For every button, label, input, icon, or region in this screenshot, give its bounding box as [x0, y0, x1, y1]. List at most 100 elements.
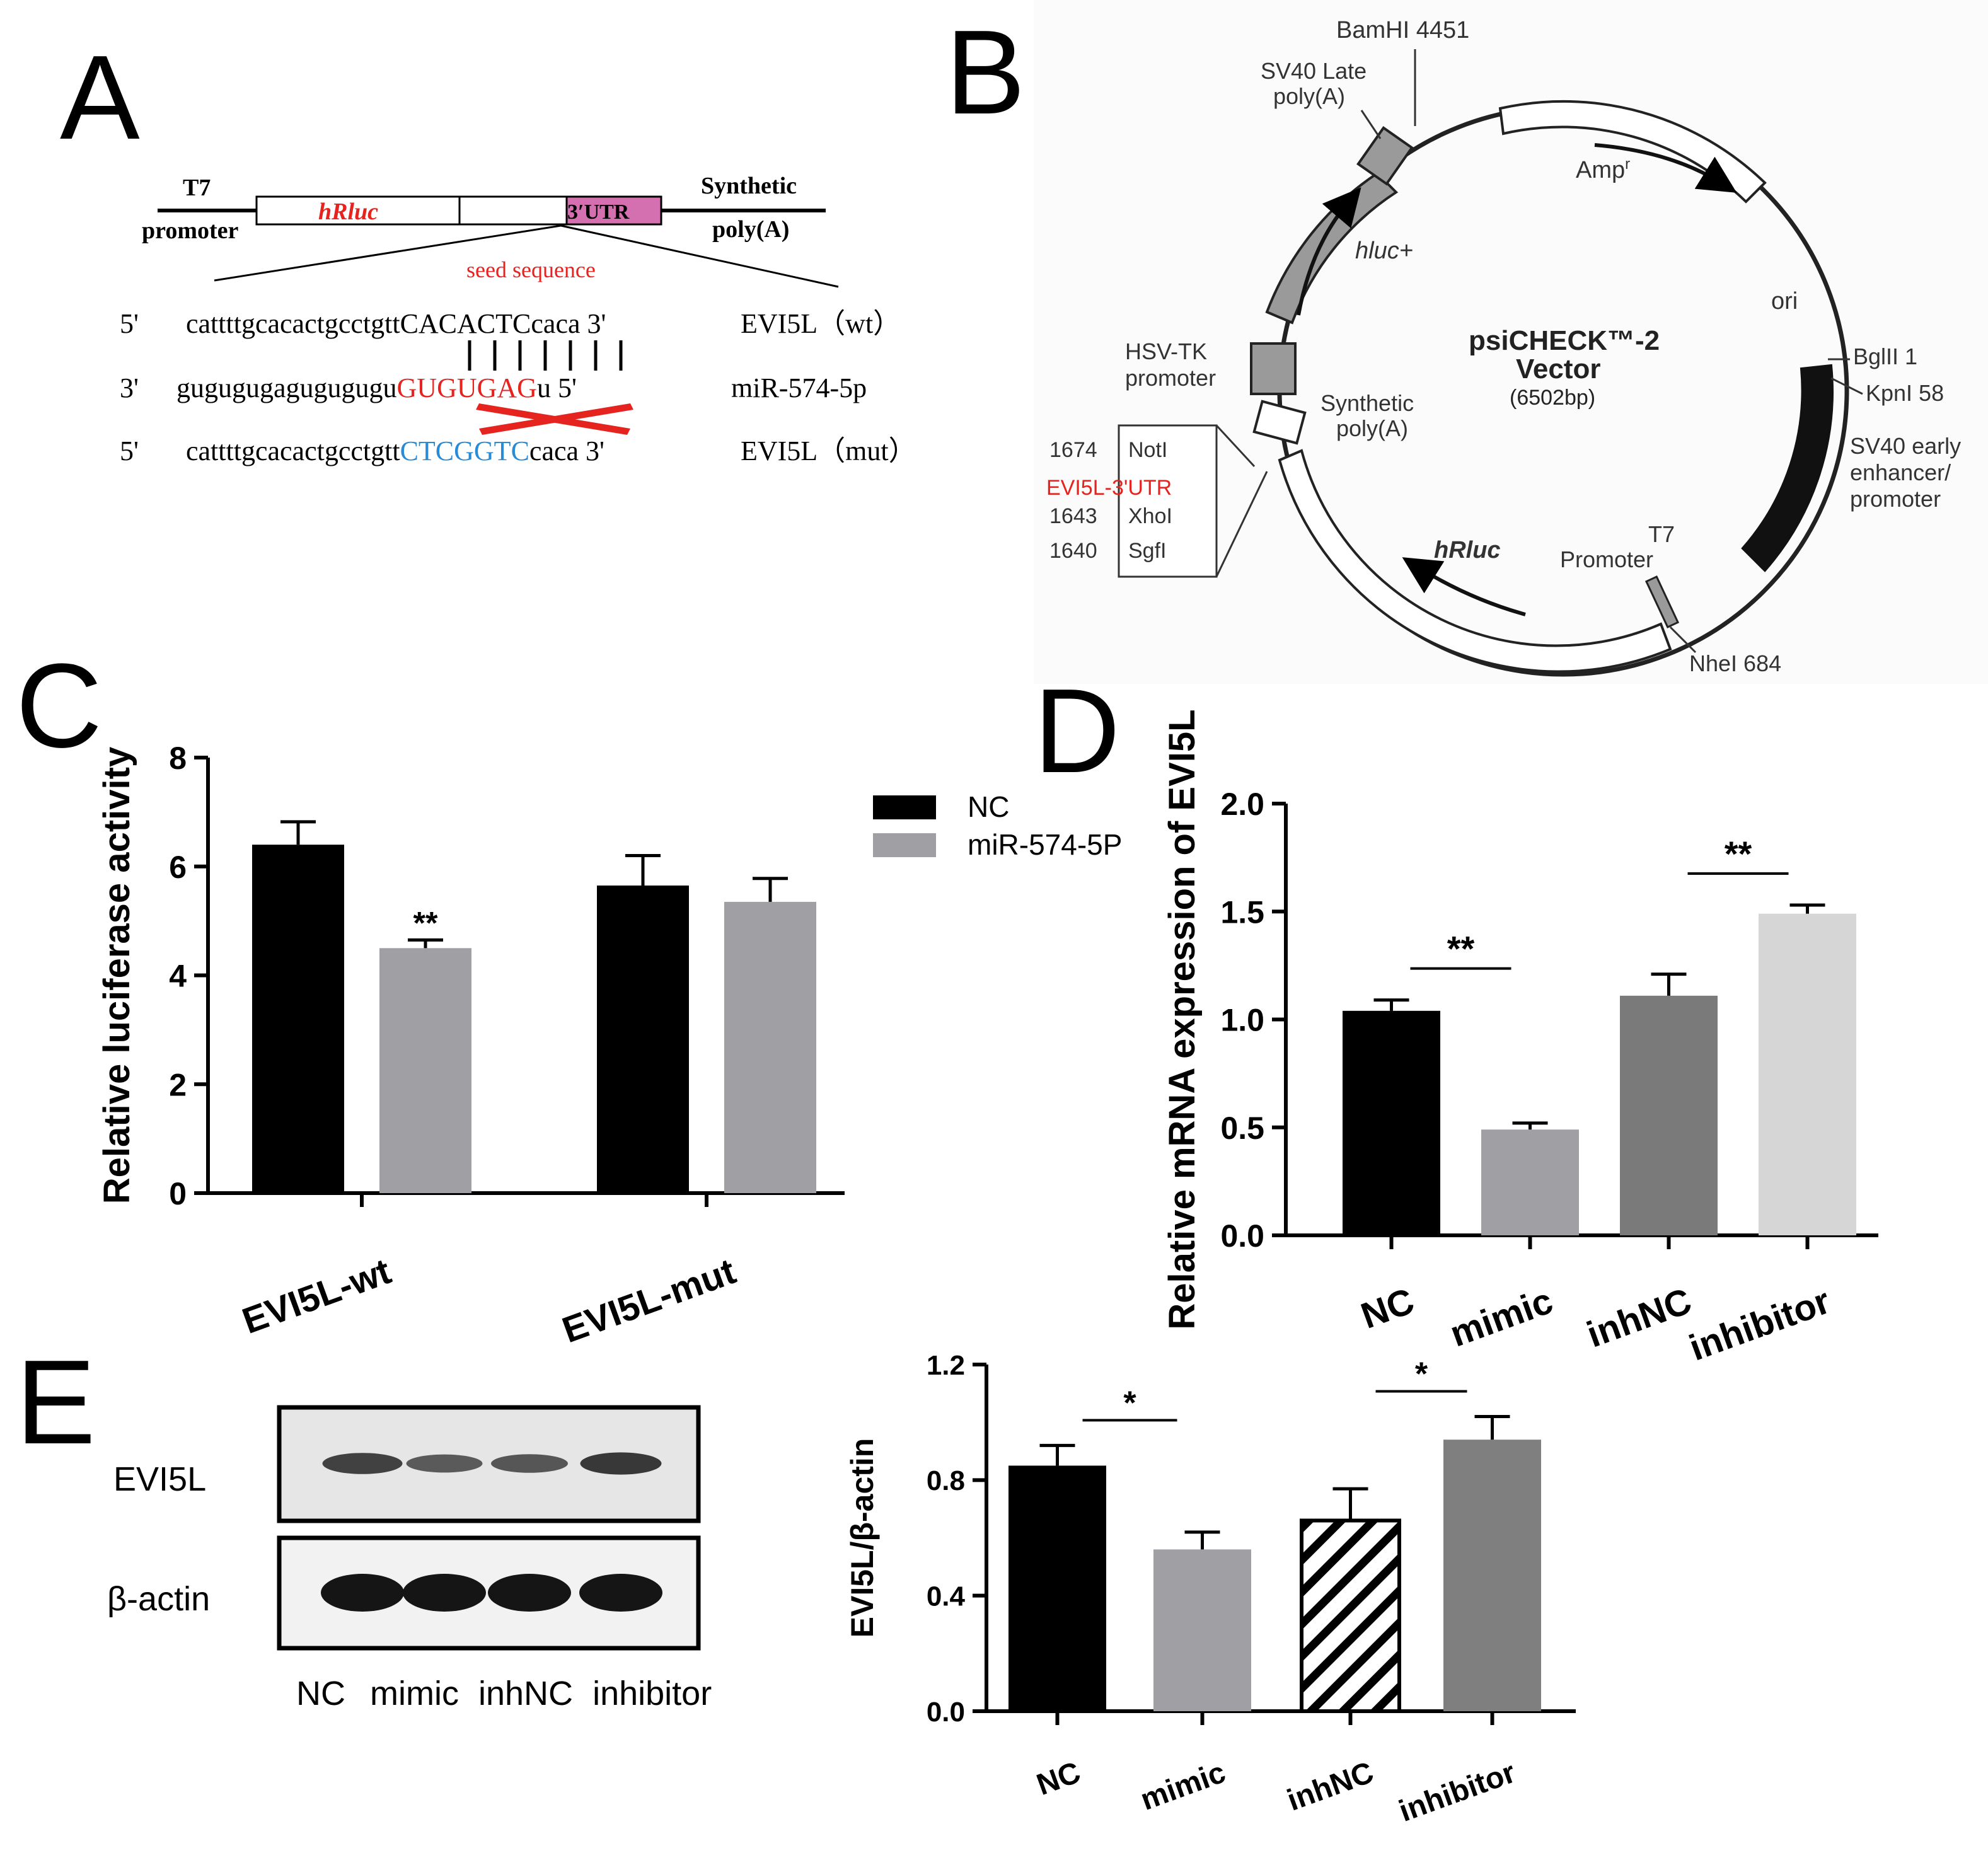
ori-label: ori: [1771, 288, 1798, 315]
blot-band-actin: [321, 1574, 404, 1612]
chart-e-x-tick-label: inhibitor: [1395, 1756, 1520, 1828]
mcs-num-3: 1640: [1049, 539, 1097, 563]
sv40-late-label-2: poly(A): [1273, 83, 1345, 109]
hrluc-segment: [1278, 449, 1672, 673]
hsv-tk-label-1: HSV-TK: [1125, 338, 1207, 364]
panel-b-plasmid-map: BamHI 4451 SV40 Late poly(A) Ampr hluc+ …: [1034, 0, 1988, 684]
mutation-cross-icon: [476, 403, 633, 435]
sv40-late-polya-box: [1356, 126, 1414, 186]
chart-d-y-tick-label: 1.0: [1220, 1003, 1264, 1038]
promoter-label: promoter: [142, 217, 238, 244]
panel-label-d: D: [1034, 664, 1120, 798]
panel-label-a: A: [60, 31, 140, 165]
legend-label-mir: miR-574-5P: [968, 828, 1122, 861]
chart-e-x-tick-label: mimic: [1136, 1756, 1230, 1817]
blot-band-evi5l: [322, 1453, 403, 1474]
blot-band-evi5l: [580, 1452, 662, 1475]
chart-d-significance: **: [1447, 929, 1475, 969]
chart-c-x-tick-label: EVI5L-wt: [237, 1250, 396, 1342]
sv40-late-label-1: SV40 Late: [1261, 58, 1367, 84]
t7-promoter-label-2: Promoter: [1560, 546, 1653, 572]
chart-d-x-tick-label: inhNC: [1581, 1280, 1697, 1355]
chart-d-bar: [1759, 913, 1856, 1235]
synthetic-polya-label-2: poly(A): [1336, 415, 1408, 441]
chart-d-significance: **: [1725, 834, 1752, 874]
chart-d-y-tick-label: 0.0: [1220, 1218, 1264, 1254]
chart-c-y-tick-label: 8: [169, 741, 187, 776]
chart-c-y-tick-label: 6: [169, 850, 187, 885]
blot-lane-1: mimic: [370, 1675, 459, 1712]
blot-label-actin: β-actin: [107, 1580, 210, 1618]
chart-e-bar: [1300, 1518, 1401, 1713]
hluc-label: hluc+: [1355, 238, 1413, 264]
synthetic-polya-label-1: Synthetic: [1321, 390, 1414, 416]
panel-label-e: E: [16, 1336, 96, 1469]
mcs-num-0: 1674: [1049, 438, 1097, 462]
chart-c-y-tick-label: 0: [169, 1176, 187, 1211]
chart-d-x-tick-label: mimic: [1445, 1280, 1558, 1354]
blot-bands: [321, 1452, 662, 1612]
hrluc-label: hRluc: [318, 199, 378, 225]
t7-promoter-box: [1644, 575, 1680, 629]
panel-c-legend: NC miR-574-5P: [873, 790, 1122, 861]
mcs-num-2: 1643: [1049, 504, 1097, 528]
sv40-early-label-2: enhancer/: [1850, 459, 1951, 485]
seq-row-mut: 5' cattttgcacactgcctgttCTCGGTCcaca 3' EV…: [120, 436, 916, 466]
chart-c-y-tick-label: 4: [169, 959, 187, 994]
blot-lane-0: NC: [296, 1675, 345, 1712]
chart-d-bar: [1481, 1129, 1579, 1235]
sv40-early-segment: [1741, 364, 1834, 572]
chart-e-bar: [1153, 1549, 1251, 1711]
ampr-label: Ampr: [1576, 156, 1630, 183]
sv40-early-label-1: SV40 early: [1850, 433, 1961, 459]
chart-c-bar: [597, 885, 689, 1193]
t7-label: T7: [183, 175, 211, 201]
sv40-early-label-3: promoter: [1850, 486, 1941, 512]
blot-label-evi5l: EVI5L: [113, 1460, 206, 1498]
hsv-tk-box: [1250, 342, 1297, 395]
synthetic-label: Synthetic: [701, 173, 797, 199]
chart-d-y-axis-label: Relative mRNA expression of EVI5L: [1162, 709, 1203, 1329]
ampr-segment: [1498, 100, 1767, 204]
polya-label: poly(A): [712, 216, 789, 243]
chart-e-y-tick-label: 0.0: [927, 1697, 965, 1728]
panel-a-construct: T7 promoter hRluc 3′UTR Synthetic poly(A…: [120, 173, 916, 466]
legend-label-nc: NC: [968, 790, 1009, 823]
blot-band-actin: [403, 1574, 486, 1612]
synthetic-polya-box: [1252, 400, 1307, 445]
chart-d-y-tick-label: 1.5: [1220, 894, 1264, 930]
t7-promoter-label-1: T7: [1648, 521, 1675, 547]
pairing-lines: [468, 340, 623, 371]
blot-band-evi5l: [406, 1454, 483, 1473]
chart-c-bar: [252, 845, 344, 1193]
chart-e-y-tick-label: 1.2: [927, 1350, 965, 1381]
nhei-label: NheI 684: [1689, 650, 1781, 676]
kpni-label: KpnI 58: [1866, 380, 1944, 406]
panel-e-western-blot: EVI5L β-actin NC mimic inhNC inhibitor: [107, 1405, 712, 1712]
chart-c-significance: **: [413, 905, 438, 940]
chart-c-x-tick-label: EVI5L-mut: [557, 1250, 741, 1351]
seq-row-wt: 5' cattttgcacactgcctgttCACACTCcaca 3' EV…: [120, 308, 901, 339]
chart-c-bar: [724, 901, 816, 1193]
vector-title-1: psiCHECK™-2: [1469, 325, 1660, 356]
bamhi-label: BamHI 4451: [1336, 17, 1469, 43]
mcs-site-1: EVI5L-3'UTR: [1046, 476, 1172, 500]
chart-e-y-tick-label: 0.8: [927, 1465, 965, 1496]
chart-e-bar: [1008, 1465, 1106, 1711]
blot-band-actin: [488, 1574, 571, 1612]
mcs-site-2: XhoI: [1128, 504, 1172, 528]
hsv-tk-label-2: promoter: [1125, 365, 1216, 391]
chart-d-bar: [1343, 1010, 1440, 1235]
mcs-box: [1118, 424, 1218, 578]
panel-label-c: C: [16, 639, 102, 773]
blot-band-evi5l: [491, 1454, 568, 1473]
chart-d-bar: [1620, 995, 1718, 1235]
blot-band-actin: [579, 1574, 662, 1612]
legend-swatch-nc: [873, 795, 936, 819]
chart-d-y-tick-label: 0.5: [1220, 1111, 1264, 1146]
seq-row-mir: 3' gugugugaguguguguGUGUGAGu 5' miR-574-5…: [120, 372, 867, 403]
chart-d-x-tick-label: NC: [1356, 1280, 1419, 1337]
